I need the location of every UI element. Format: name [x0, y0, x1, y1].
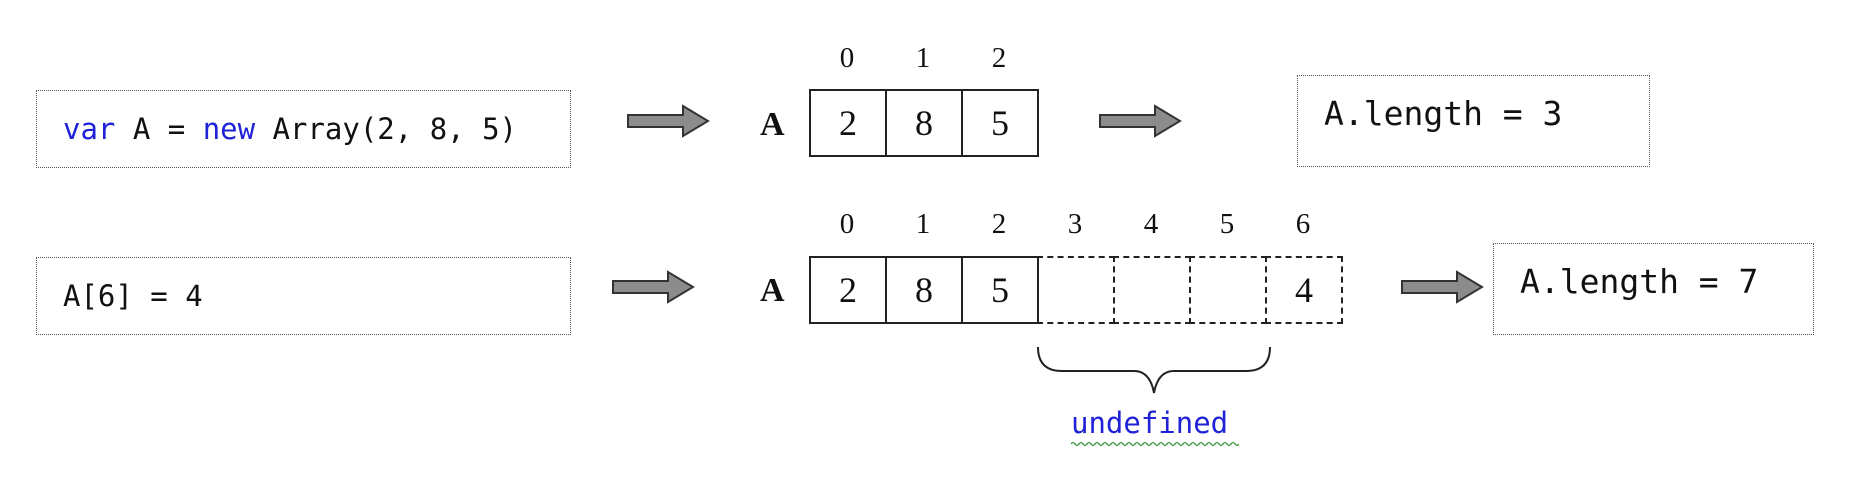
code-box-assignment: A[6] = 4	[36, 257, 571, 335]
array-cell: 4	[1265, 256, 1343, 324]
array-cell: 8	[885, 256, 963, 324]
array-cell: 8	[885, 89, 963, 157]
keyword-new: new	[202, 112, 256, 146]
index-label: 2	[991, 42, 1007, 74]
index-label: 1	[915, 208, 931, 240]
keyword-var: var	[63, 112, 116, 146]
array-cell: 5	[961, 89, 1039, 157]
array-cell-empty	[1189, 256, 1267, 324]
index-label: 3	[1067, 208, 1083, 240]
undefined-label: undefined	[1071, 406, 1229, 440]
code-text: A =	[115, 112, 203, 146]
index-label: 6	[1295, 208, 1311, 240]
result-text: A.length = 7	[1520, 261, 1759, 301]
code-box-array-init: var A = new Array(2, 8, 5)	[36, 90, 571, 168]
right-arrow-icon	[1099, 104, 1182, 138]
array-cell-empty	[1037, 256, 1115, 324]
array-label: A	[760, 106, 785, 143]
array-cell: 2	[809, 256, 887, 324]
spellcheck-squiggle	[1071, 441, 1239, 447]
array-cell-empty	[1113, 256, 1191, 324]
array-cell: 5	[961, 256, 1039, 324]
array-label: A	[760, 272, 785, 309]
right-arrow-icon	[612, 270, 695, 304]
result-box-length: A.length = 3	[1297, 75, 1650, 167]
result-text: A.length = 3	[1324, 93, 1563, 133]
index-label: 4	[1143, 208, 1159, 240]
code-text: A[6] = 4	[63, 279, 203, 313]
index-label: 0	[839, 208, 855, 240]
curly-brace-icon	[1037, 346, 1271, 394]
array-cell: 2	[809, 89, 887, 157]
index-label: 0	[839, 42, 855, 74]
index-label: 2	[991, 208, 1007, 240]
index-label: 1	[915, 42, 931, 74]
index-label: 5	[1219, 208, 1235, 240]
right-arrow-icon	[627, 104, 710, 138]
result-box-length: A.length = 7	[1493, 243, 1814, 335]
right-arrow-icon	[1401, 270, 1484, 304]
code-text: Array(2, 8, 5)	[255, 112, 517, 146]
